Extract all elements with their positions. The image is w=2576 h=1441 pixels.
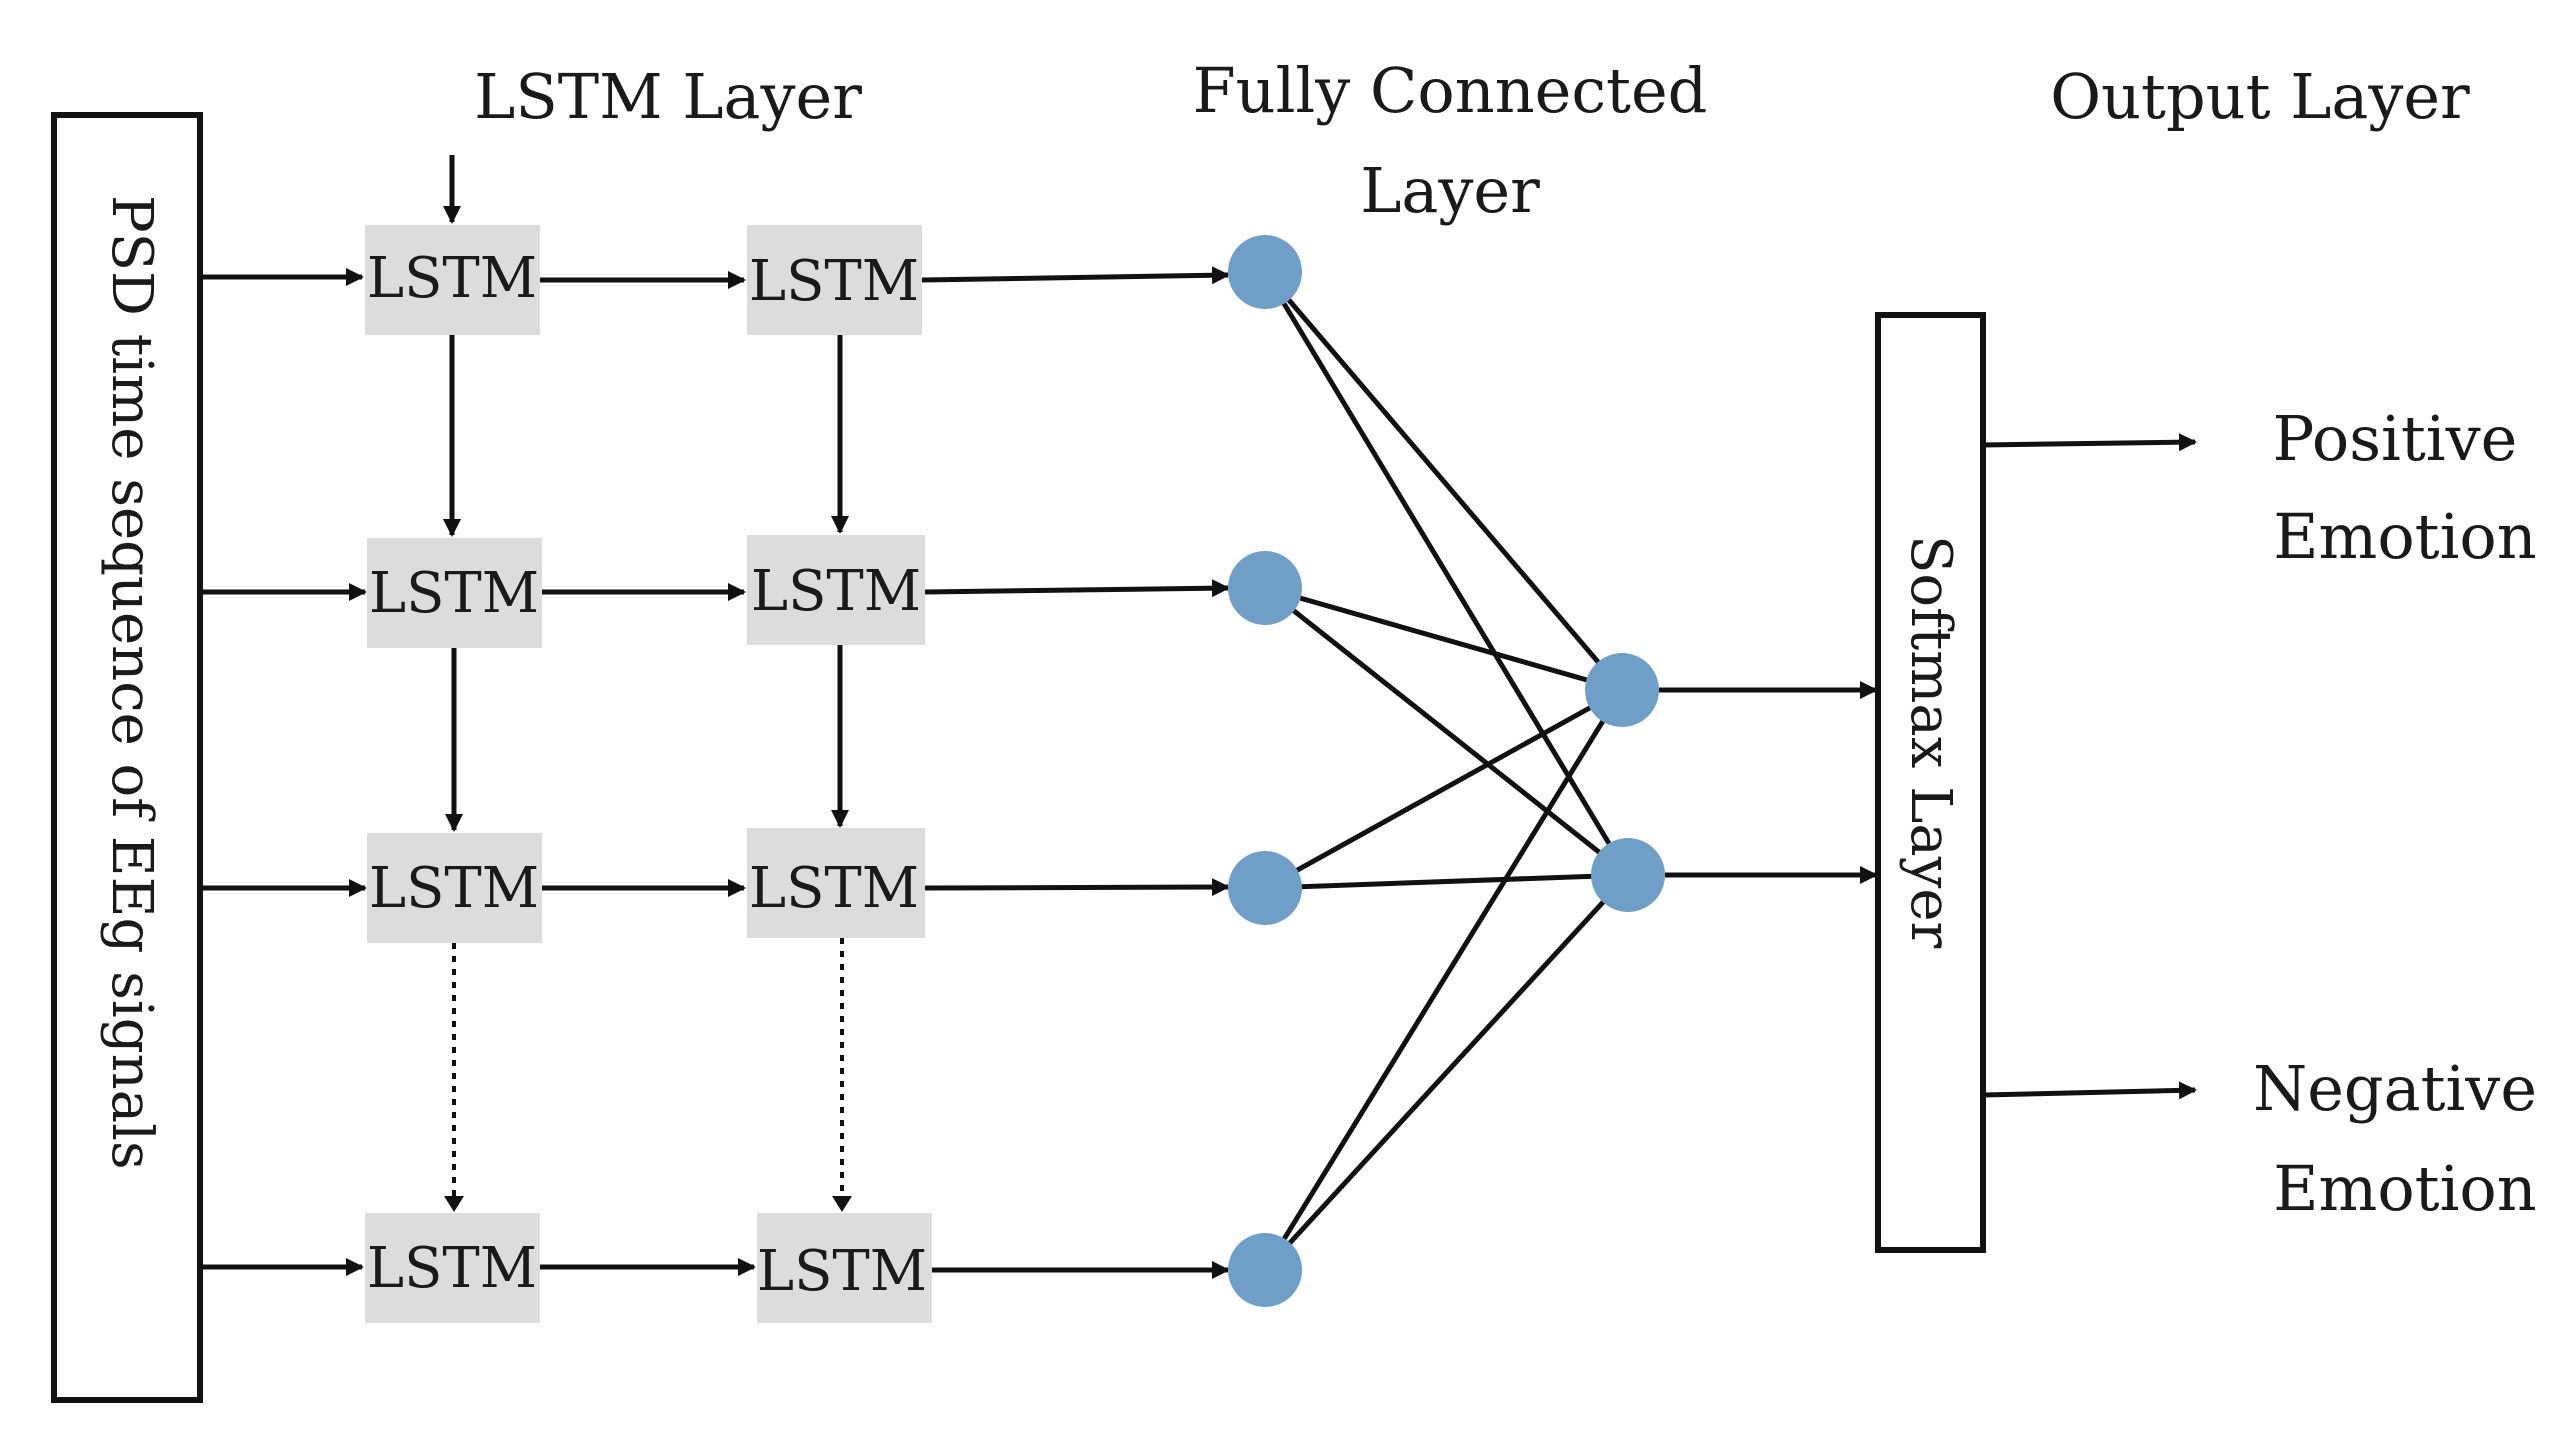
fc-node-4 (1228, 1233, 1302, 1307)
output-layer-heading: Output Layer (2050, 60, 2470, 133)
softmax-layer-box (1875, 312, 1986, 1253)
lstm-cell-c2-r4: LSTM (757, 1213, 932, 1323)
negative-emotion-label-line1: Negative (2253, 1052, 2537, 1125)
fc-node-3 (1228, 851, 1302, 925)
lstm-cell-c1-r4: LSTM (365, 1213, 540, 1323)
output-arrow-negative (1982, 1081, 2197, 1100)
input-sequence-label: PSD time sequence of EEg signals (99, 195, 164, 1170)
lstm-cell-c2-r1: LSTM (747, 225, 922, 335)
input-sequence-box (51, 112, 203, 1403)
negative-emotion-label-line2: Emotion (2273, 1152, 2536, 1225)
lstm-cell-c1-r1: LSTM (365, 225, 540, 335)
lstm-cell-label: LSTM (751, 559, 921, 624)
lstm-cell-c1-r3: LSTM (367, 833, 542, 943)
fc-node-2 (1228, 551, 1302, 625)
positive-emotion-label-line2: Emotion (2273, 500, 2536, 573)
lstm-dotted-arrowhead-c1 (444, 1196, 464, 1212)
fc-connections (1262, 270, 1631, 1272)
softmax-layer-label: Softmax Layer (1898, 535, 1963, 949)
fc-input-arrow-r2 (924, 579, 1230, 598)
lstm-cell-c2-r2: LSTM (747, 535, 925, 645)
positive-emotion-label-line1: Positive (2273, 402, 2518, 475)
lstm-cell-label: LSTM (749, 249, 919, 314)
lstm-layer-heading: LSTM Layer (474, 60, 862, 133)
fc-output-node-2 (1591, 838, 1665, 912)
lstm-cell-label: LSTM (757, 1239, 927, 1304)
lstm-cell-label: LSTM (369, 561, 539, 626)
lstm-cell-c1-r2: LSTM (367, 538, 542, 648)
fc-output-node-1 (1585, 653, 1659, 727)
lstm-cell-label: LSTM (367, 246, 537, 311)
lstm-cell-c2-r3: LSTM (747, 828, 925, 938)
fc-layer-heading-line2: Layer (1360, 154, 1540, 227)
lstm-cell-label: LSTM (749, 856, 919, 921)
fc-input-arrow-r3 (924, 878, 1230, 897)
lstm-dotted-arrowhead-c2 (832, 1196, 852, 1212)
lstm-cell-label: LSTM (369, 856, 539, 921)
fc-input-arrow-r1 (921, 266, 1230, 285)
lstm-cell-label: LSTM (367, 1236, 537, 1301)
fc-layer-heading-line1: Fully Connected (1193, 54, 1708, 127)
fc-node-1 (1228, 235, 1302, 309)
output-arrow-positive (1982, 433, 2197, 452)
